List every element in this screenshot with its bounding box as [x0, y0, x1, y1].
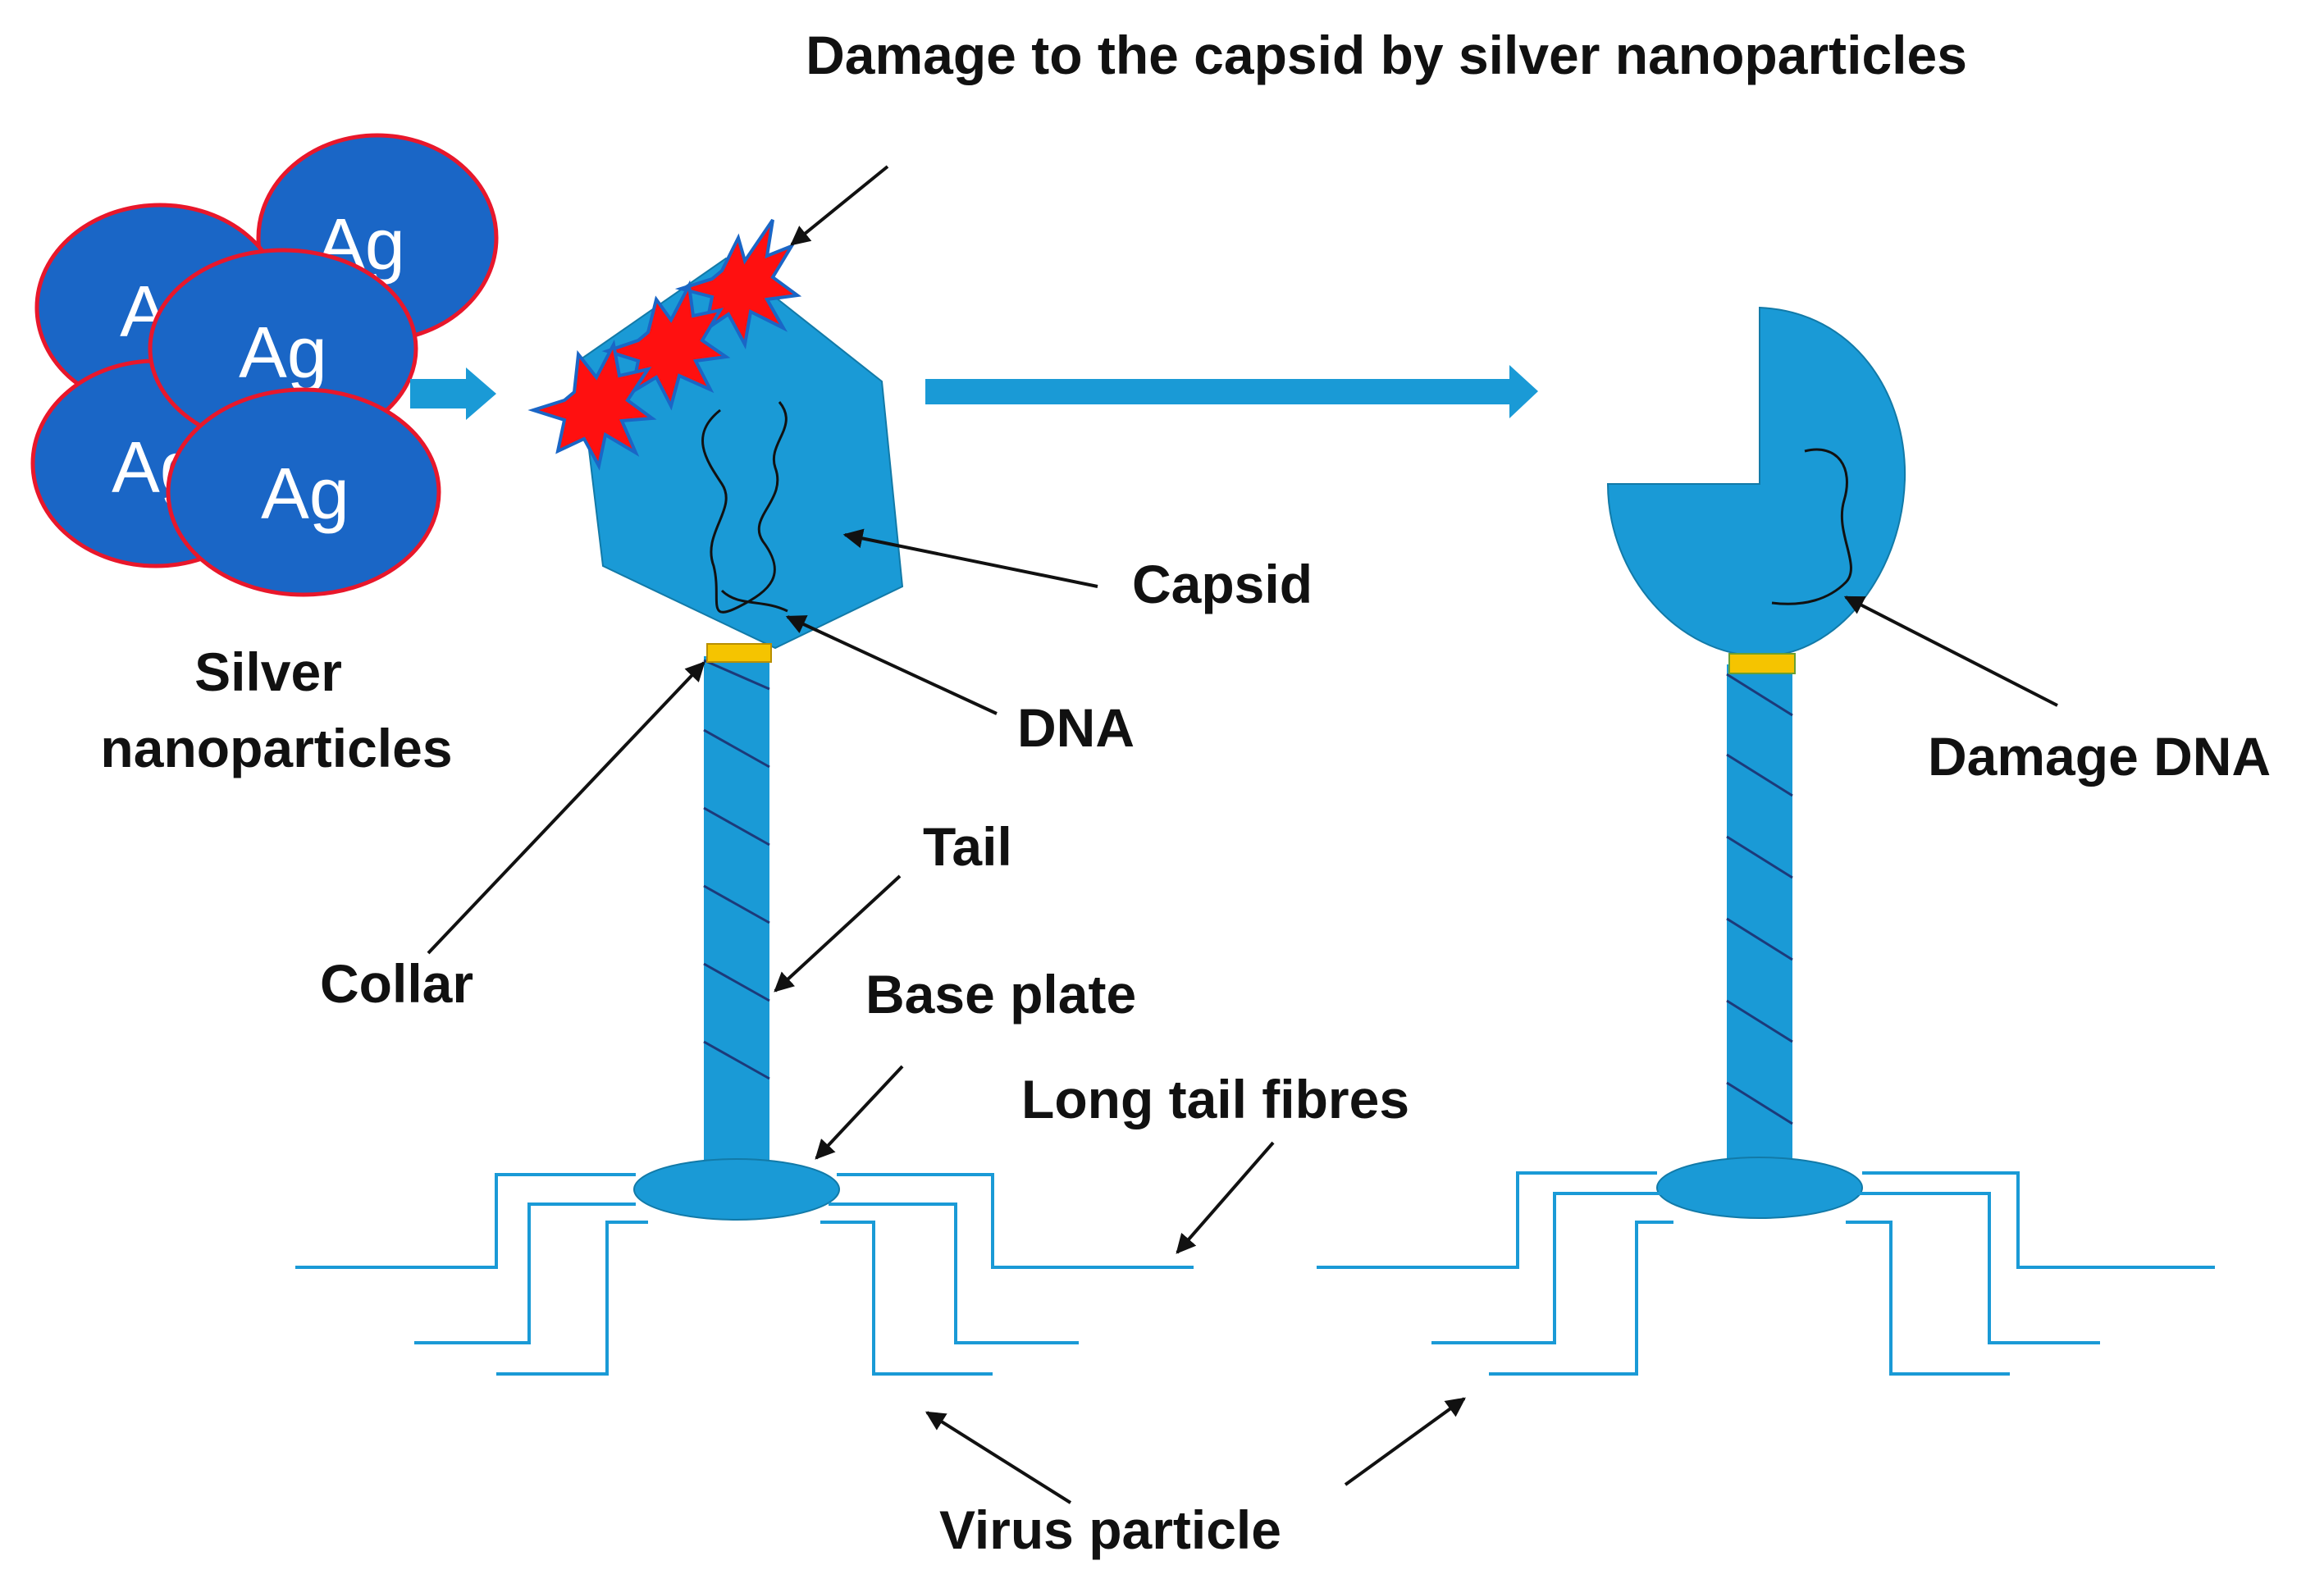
damaged-capsid [1606, 306, 1906, 658]
damaged-tail [1727, 664, 1792, 1171]
silver-nanoparticle-cluster: Ag Ag Ag Ag Ag [30, 133, 499, 597]
intact-phage [295, 257, 1194, 1376]
capsid-label: Capsid [1132, 554, 1313, 614]
title-pointer-arrow [790, 165, 889, 246]
damaged-dna-strand [1771, 448, 1852, 605]
collar-pointer-arrow [427, 661, 705, 955]
diagram-title: Damage to the capsid by silver nanoparti… [806, 25, 1967, 85]
pointer-arrows [427, 165, 2058, 1504]
nanoparticle: Ag [166, 387, 441, 597]
nanoparticle-to-capsid-arrow [410, 367, 496, 420]
virus-left-pointer-arrow [925, 1411, 1072, 1504]
base-plate-pointer-arrow [815, 1065, 904, 1160]
base-plate [633, 1158, 840, 1221]
silver-label-line1: Silver [194, 641, 342, 702]
svg-text:Ag: Ag [261, 453, 349, 534]
damaged-tail-stripes [1726, 673, 1793, 1125]
transition-arrow [925, 365, 1538, 418]
capsid-damage-bursts [527, 218, 802, 471]
virus-particle-label: Virus particle [939, 1499, 1281, 1560]
damage-dna-pointer-arrow [1843, 596, 2058, 707]
dna-pointer-arrow [785, 615, 998, 715]
tail-pointer-arrow [774, 874, 902, 993]
damaged-collar [1728, 653, 1796, 674]
tail-label: Tail [923, 816, 1012, 877]
long-tail-fibres-label: Long tail fibres [1021, 1069, 1409, 1129]
long-tail-fibres [295, 1173, 1194, 1376]
damaged-phage [1317, 306, 2215, 1376]
damaged-base-plate [1656, 1157, 1863, 1219]
collar [706, 643, 772, 663]
svg-text:Ag: Ag [239, 312, 327, 393]
fibres-pointer-arrow [1176, 1141, 1275, 1254]
damage-dna-label: Damage DNA [1928, 726, 2271, 787]
silver-label-line2: nanoparticles [100, 718, 452, 778]
damaged-long-tail-fibres [1317, 1171, 2215, 1376]
damage-burst [527, 339, 657, 471]
dna-strand [701, 401, 788, 614]
capsid-pointer-arrow [842, 528, 1098, 588]
dna-label: DNA [1017, 697, 1135, 758]
collar-label: Collar [320, 953, 473, 1014]
base-plate-label: Base plate [865, 964, 1136, 1025]
virus-right-pointer-arrow [1344, 1397, 1466, 1486]
tail-stripes [703, 659, 770, 1080]
